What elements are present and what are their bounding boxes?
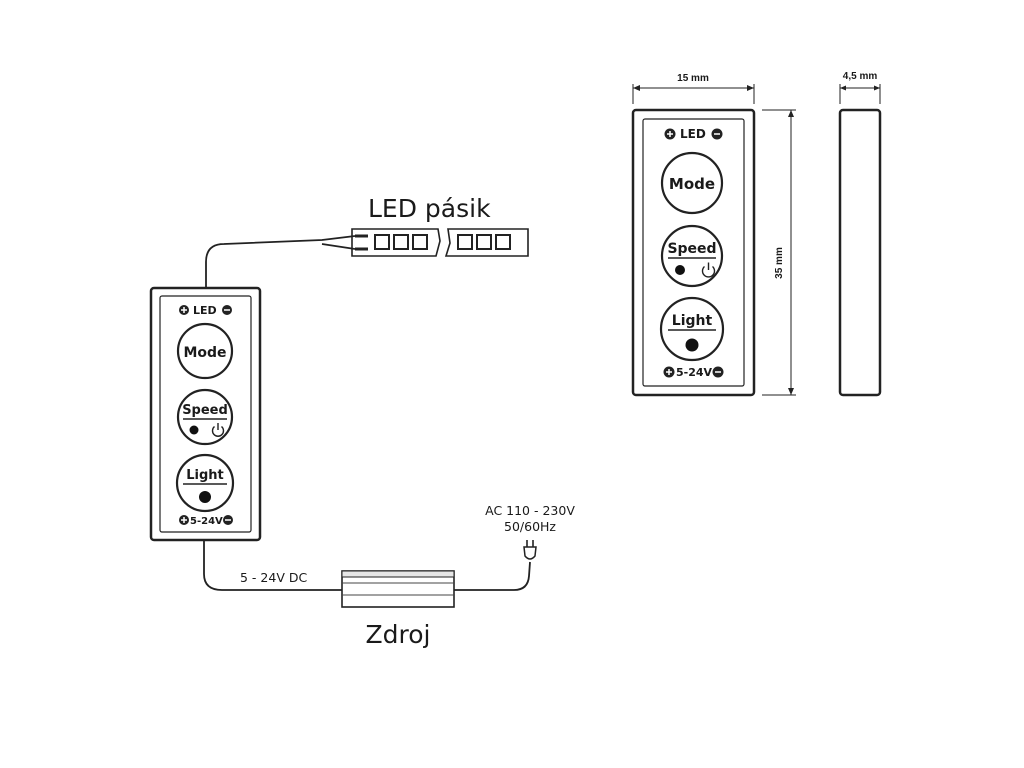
led-label: LED: [193, 304, 217, 317]
mode-button[interactable]: Mode: [176, 322, 234, 380]
led-strip: LED pásik: [351, 194, 529, 257]
mode-button-label-right: Mode: [669, 175, 715, 193]
light-button[interactable]: Light: [175, 453, 235, 513]
speed-button-right[interactable]: Speed: [660, 224, 724, 288]
voltage-label-right: 5-24V: [676, 366, 713, 379]
led-terminal-label: LED: [179, 304, 232, 317]
led-strip-label: LED pásik: [368, 194, 491, 223]
speed-indicator-icon-right: [675, 265, 685, 275]
mode-button-right[interactable]: Mode: [660, 151, 724, 215]
dc-voltage-label: 5 - 24V DC: [240, 570, 307, 585]
led-terminal-label-right: LED: [664, 127, 723, 141]
light-button-right[interactable]: Light: [659, 296, 725, 362]
light-indicator-icon-right: [685, 338, 699, 352]
power-supply-label: Zdroj: [366, 620, 431, 649]
light-button-label: Light: [186, 468, 224, 483]
led-label-right: LED: [680, 127, 706, 141]
controller-side-view: [838, 108, 882, 397]
speed-indicator-icon: [189, 425, 199, 435]
ac-frequency-label: 50/60Hz: [504, 519, 556, 534]
light-indicator-icon: [199, 491, 211, 503]
width-dimension: 15 mm: [632, 73, 755, 104]
controller-left: LED Mode Speed Light: [149, 286, 262, 542]
mode-button-label: Mode: [183, 345, 226, 361]
height-dimension: 35 mm: [762, 109, 796, 396]
height-label: 35 mm: [774, 247, 785, 279]
ac-voltage-label: AC 110 - 230V: [485, 503, 575, 518]
light-button-label-right: Light: [672, 313, 713, 329]
power-terminal-label-right: 5-24V: [663, 366, 724, 379]
ac-plug-icon: [523, 540, 537, 560]
speed-button-label: Speed: [182, 403, 228, 418]
voltage-label: 5-24V: [190, 516, 223, 527]
depth-dimension: 4,5 mm: [839, 71, 881, 104]
depth-label: 4,5 mm: [843, 71, 878, 82]
power-icon: [211, 423, 225, 437]
power-terminal-label: 5-24V: [179, 515, 233, 527]
power-icon-right: [701, 262, 716, 278]
speed-button[interactable]: Speed: [176, 388, 234, 446]
power-supply: Zdroj: [341, 570, 455, 649]
width-label: 15 mm: [677, 73, 709, 84]
speed-button-label-right: Speed: [667, 241, 716, 257]
controller-dimension-view: LED Mode Speed Light 5-: [631, 108, 756, 397]
